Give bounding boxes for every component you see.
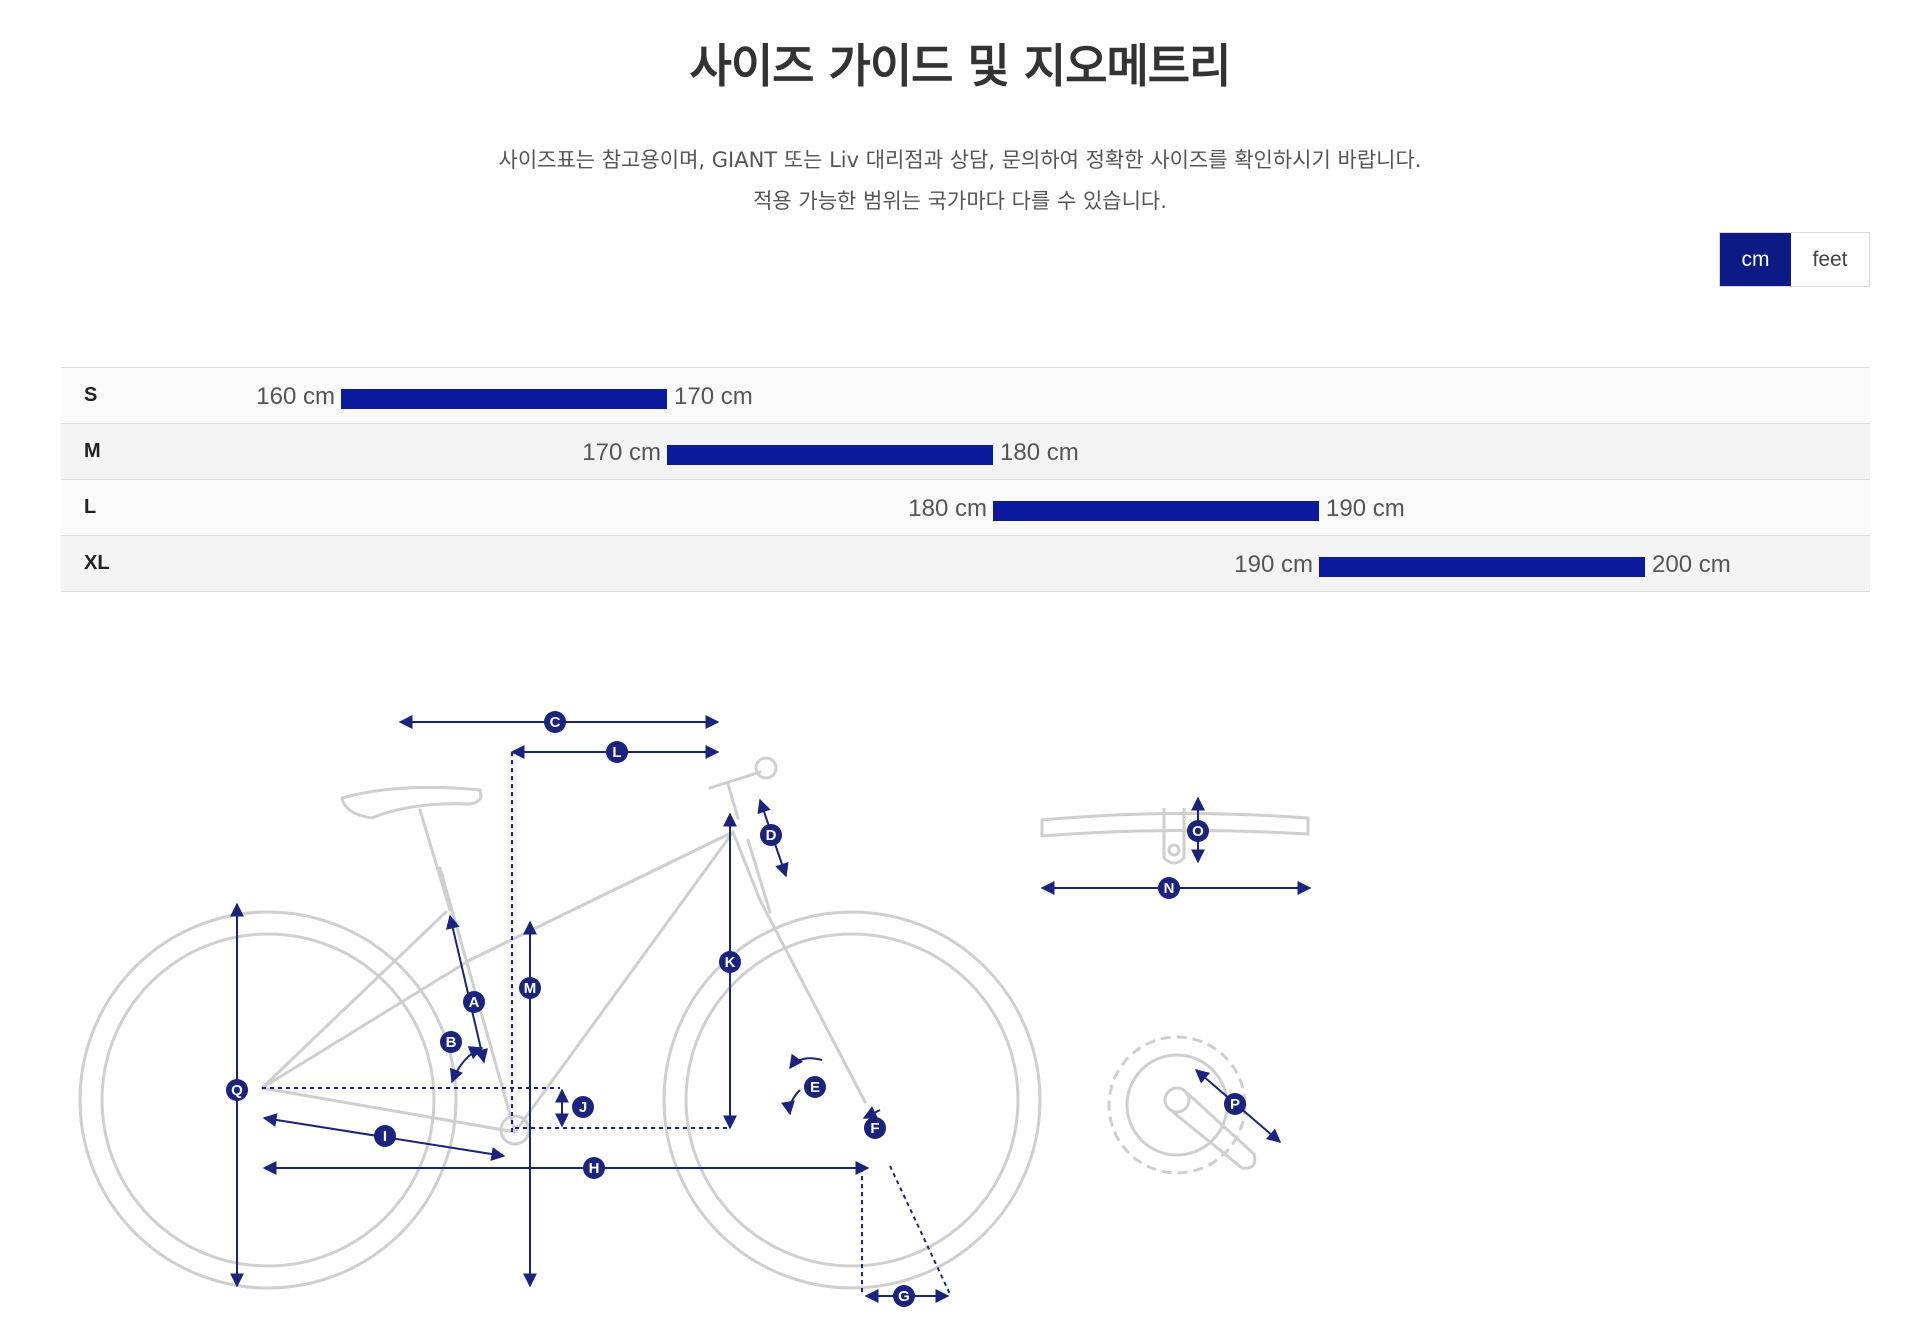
svg-text:M: M [524,980,537,997]
range-max-label: 190 cm [1326,495,1405,522]
svg-text:G: G [898,1288,910,1305]
dimension-lines [230,715,1312,1303]
svg-text:N: N [1164,880,1175,897]
svg-text:O: O [1192,823,1204,840]
page-title: 사이즈 가이드 및 지오메트리 [689,39,1232,93]
marker-n: N [1158,877,1180,899]
marker-p: P [1224,1093,1246,1115]
range-min-label: 170 cm [582,439,661,466]
marker-a: A [463,991,485,1013]
range-min-label: 190 cm [1234,551,1313,578]
svg-text:K: K [725,954,736,971]
range-max-label: 180 cm [1000,439,1079,466]
range-bar [993,501,1319,521]
svg-text:D: D [766,827,777,844]
dimension-markers: C L D O N K M A B Q J E F I H G P [226,711,1246,1307]
size-guide-description: 사이즈표는 참고용이며, GIANT 또는 Liv 대리점과 상담, 문의하여 … [0,140,1920,222]
range-max-label: 170 cm [674,383,753,410]
marker-b: B [440,1031,462,1053]
marker-q: Q [226,1079,248,1101]
svg-text:H: H [589,1160,600,1177]
svg-text:L: L [612,744,621,761]
marker-m: M [519,977,541,999]
unit-toggle: cm feet [1719,232,1870,287]
svg-text:Q: Q [231,1082,243,1099]
size-row-l: L 180 cm 190 cm [61,480,1870,536]
svg-text:I: I [383,1128,387,1145]
size-label: L [84,496,97,518]
size-range-table: S 160 cm 170 cm M 170 cm 180 cm L 180 cm… [61,367,1870,592]
size-label: M [84,440,101,462]
size-row-s: S 160 cm 170 cm [61,368,1870,424]
svg-text:A: A [469,994,480,1011]
description-line-1: 사이즈표는 참고용이며, GIANT 또는 Liv 대리점과 상담, 문의하여 … [498,148,1422,172]
svg-text:B: B [446,1034,457,1051]
size-label: S [84,384,98,406]
unit-feet-button[interactable]: feet [1791,233,1869,286]
svg-text:F: F [870,1120,879,1137]
range-min-label: 160 cm [256,383,335,410]
marker-k: K [719,951,741,973]
marker-l: L [606,741,628,763]
size-label: XL [84,552,110,574]
range-bar [341,389,667,409]
svg-text:J: J [579,1099,587,1116]
size-row-xl: XL 190 cm 200 cm [61,536,1870,592]
svg-text:P: P [1230,1096,1240,1113]
bike-geometry-diagram: C L D O N K M A B Q J E F I H G P [78,711,1312,1307]
handlebar-drawing [1040,808,1310,865]
description-line-2: 적용 가능한 범위는 국가마다 다를 수 있습니다. [753,189,1167,213]
range-bar [1319,557,1645,577]
range-bar [667,445,993,465]
unit-cm-button[interactable]: cm [1720,233,1791,286]
marker-j: J [572,1096,594,1118]
marker-h: H [583,1157,605,1179]
marker-g: G [893,1285,915,1307]
marker-e: E [804,1076,826,1098]
marker-d: D [760,824,782,846]
range-min-label: 180 cm [908,495,987,522]
marker-o: O [1187,820,1209,842]
range-max-label: 200 cm [1652,551,1731,578]
marker-c: C [544,711,566,733]
svg-text:E: E [810,1079,820,1096]
size-row-m: M 170 cm 180 cm [61,424,1870,480]
svg-text:C: C [550,714,561,731]
marker-f: F [864,1117,886,1139]
marker-i: I [374,1125,396,1147]
bike-frame-drawing [78,756,1042,1290]
